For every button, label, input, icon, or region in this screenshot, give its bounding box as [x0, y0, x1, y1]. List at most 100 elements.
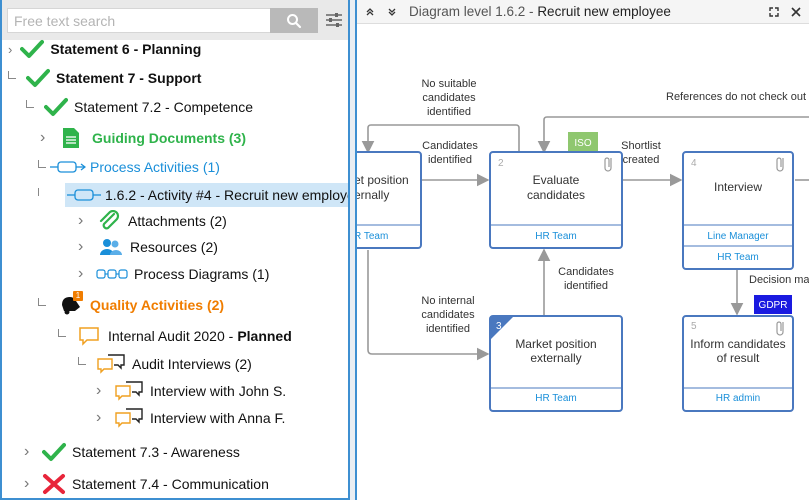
diagram-panel: Diagram level 1.6.2 - Recruit new employ…	[355, 0, 809, 500]
conversation-icon	[115, 408, 143, 428]
task-inform-candidates[interactable]: 5 Inform candidates of result HR admin	[682, 315, 794, 412]
search-input[interactable]	[7, 8, 271, 33]
close-icon	[791, 7, 801, 17]
edge-label: candidates	[422, 92, 476, 104]
tree-item-statement-7[interactable]: Statement 7 - Support	[8, 65, 201, 91]
process-diagram-canvas[interactable]: No suitable candidates identified Refere…	[357, 24, 809, 500]
chevron-right-icon[interactable]: ›	[40, 129, 46, 146]
tree-item-label: Interview with Anna F.	[150, 410, 286, 426]
task-interview[interactable]: 4 Interview Line Manager HR Team	[682, 151, 794, 270]
chevron-right-icon[interactable]: ›	[96, 409, 102, 426]
task-number: 2	[498, 158, 504, 169]
task-title: et position	[357, 173, 409, 187]
chevron-right-icon[interactable]: ›	[78, 238, 84, 255]
tree-item-audit-interviews[interactable]: Audit Interviews (2)	[78, 351, 252, 377]
selected-item-highlight[interactable]: 1.6.2 - Activity #4 - Recruit new employ…	[65, 183, 348, 207]
chevron-right-icon[interactable]: ›	[78, 265, 84, 282]
tree-item-label: Interview with John S.	[150, 383, 287, 399]
double-chevron-up-icon	[366, 8, 374, 16]
tree-item-label: Guiding Documents (3)	[92, 130, 246, 146]
task-title: candidates	[527, 188, 585, 202]
task-market-position-internally[interactable]: et position ernally R Team	[357, 151, 422, 249]
tree-item-process-diagrams[interactable]: › Process Diagrams (1)	[78, 261, 269, 287]
paperclip-icon	[99, 210, 120, 230]
task-lane: Line Manager	[707, 231, 769, 242]
tree-connector	[26, 100, 34, 108]
tree-item-label: Statement 7 - Support	[56, 70, 202, 86]
task-title: Interview	[714, 180, 762, 194]
expand-icon	[769, 7, 779, 17]
tree-item-statement-7-4[interactable]: › Statement 7.4 - Communication	[24, 471, 269, 497]
tree-item-interview-anna[interactable]: › Interview with Anna F.	[96, 405, 285, 431]
tree-item-statement-7-3[interactable]: › Statement 7.3 - Awareness	[24, 439, 240, 465]
tree-connector	[78, 357, 86, 365]
edge-label: created	[623, 154, 660, 166]
search-button[interactable]	[270, 8, 318, 33]
tree-connector	[38, 298, 46, 306]
task-lane: HR admin	[716, 393, 760, 404]
close-button[interactable]	[787, 3, 805, 21]
diagram-header: Diagram level 1.6.2 - Recruit new employ…	[357, 0, 809, 24]
edge-label: References do not check out	[666, 91, 806, 103]
edge-label: No internal	[421, 295, 474, 307]
tree-item-resources[interactable]: › Resources (2)	[78, 234, 218, 260]
search-icon	[287, 13, 302, 28]
task-title: Market position	[515, 337, 596, 351]
process-diagram-icon	[96, 269, 128, 279]
task-market-position-externally[interactable]: 3 Market position externally HR Team	[489, 315, 623, 412]
task-evaluate-candidates[interactable]: 2 Evaluate candidates HR Team	[489, 151, 623, 249]
people-icon	[100, 239, 122, 255]
task-title: ernally	[357, 188, 389, 202]
diagram-title-prefix: Diagram level 1.6.2 -	[409, 4, 538, 19]
double-chevron-down-icon	[388, 8, 396, 16]
tree-item-guiding-documents[interactable]: › Guiding Documents (3)	[40, 125, 246, 151]
task-title: externally	[530, 351, 581, 365]
tree-item-process-activities[interactable]: Process Activities (1)	[38, 154, 220, 180]
gdpr-badge[interactable]: GDPR	[754, 295, 792, 314]
tree-item-label: Resources (2)	[130, 239, 218, 255]
chevron-right-icon[interactable]: ›	[8, 41, 13, 57]
notification-badge: 1	[73, 291, 83, 301]
task-number: 3	[496, 321, 502, 332]
chevron-right-icon[interactable]: ›	[24, 475, 30, 492]
navigation-tree-panel: › Statement 6 - Planning Statement 7 - S…	[0, 0, 350, 500]
tree-item-statement-6[interactable]: › Statement 6 - Planning	[8, 36, 201, 62]
task-title: of result	[717, 351, 760, 365]
iso-badge[interactable]: ISO	[568, 132, 598, 152]
tree-item-quality-activities[interactable]: 1 Quality Activities (2)	[38, 291, 224, 318]
chevron-right-icon[interactable]: ›	[78, 212, 84, 229]
audit-name: Internal Audit 2020 -	[108, 328, 234, 344]
task-title: Evaluate	[533, 173, 580, 187]
chevron-right-icon[interactable]: ›	[24, 443, 30, 460]
activity-icon	[67, 189, 101, 201]
collapse-down-button[interactable]	[383, 3, 401, 21]
collapse-up-button[interactable]	[361, 3, 379, 21]
tree-item-internal-audit[interactable]: Internal Audit 2020 - Planned	[58, 323, 292, 349]
diagram-title: Diagram level 1.6.2 - Recruit new employ…	[409, 4, 671, 19]
edge-label: No suitable	[421, 78, 476, 90]
task-lane: R Team	[357, 231, 388, 242]
filter-settings-button[interactable]	[324, 10, 344, 30]
attachment-icon	[604, 157, 612, 172]
tree-item-interview-john[interactable]: › Interview with John S.	[96, 378, 286, 404]
edge-label: Candidates	[422, 140, 478, 152]
chevron-right-icon[interactable]: ›	[96, 382, 102, 399]
quality-icon-wrapper: 1	[60, 291, 84, 317]
fullscreen-button[interactable]	[765, 3, 783, 21]
task-title: Inform candidates	[690, 337, 785, 351]
tree-item-activity[interactable]: 1.6.2 - Activity #4 - Recruit new employ…	[38, 182, 348, 208]
document-icon	[63, 128, 79, 148]
task-lane: HR Team	[717, 252, 759, 263]
tree-item-statement-7-2[interactable]: Statement 7.2 - Competence	[26, 94, 253, 120]
tree-connector	[58, 329, 66, 337]
checkmark-icon	[42, 443, 66, 461]
checkmark-icon	[44, 98, 68, 116]
tree-item-label: Statement 7.2 - Competence	[74, 99, 253, 115]
tree-item-attachments[interactable]: › Attachments (2)	[78, 208, 227, 234]
audit-status: Planned	[237, 328, 292, 344]
gdpr-badge-label: GDPR	[759, 300, 788, 311]
connector-no-internal	[367, 250, 490, 361]
attachment-icon	[776, 321, 784, 336]
iso-badge-label: ISO	[574, 138, 591, 149]
checkmark-icon	[26, 69, 50, 87]
